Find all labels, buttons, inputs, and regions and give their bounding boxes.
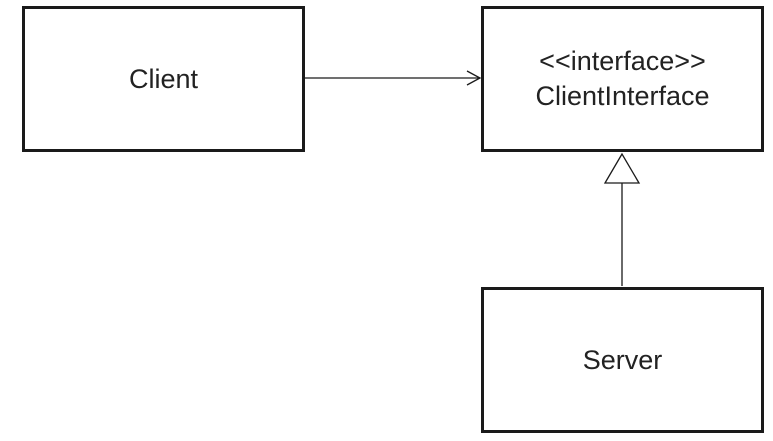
server-box: Server	[481, 287, 764, 433]
client-label: Client	[128, 63, 199, 94]
hollow-triangle-arrowhead	[603, 152, 641, 184]
server-label: Server	[582, 344, 663, 375]
client-interface-box: <<interface>> ClientInterface	[481, 6, 764, 152]
realization-arrow	[603, 152, 641, 286]
association-arrowhead	[466, 70, 482, 86]
client-interface-label: ClientInterface	[535, 81, 710, 111]
association-arrow	[305, 70, 482, 86]
interface-stereotype: <<interface>>	[539, 46, 706, 77]
client-box: Client	[22, 6, 305, 152]
